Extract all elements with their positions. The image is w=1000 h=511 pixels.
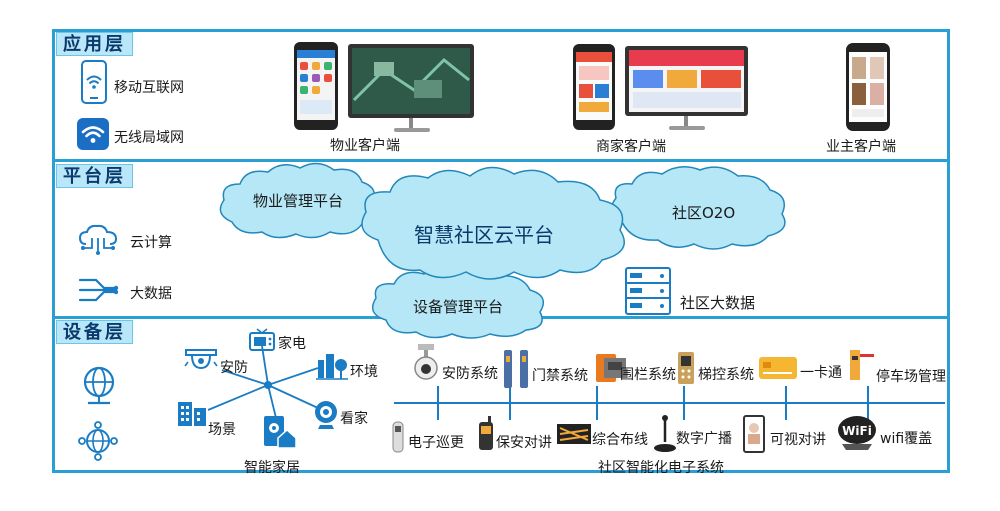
property-client-devices (294, 42, 474, 132)
client-label-owner: 业主客户端 (826, 139, 896, 155)
smart-home-node-home-watch: 看家 (340, 411, 368, 427)
big-data-icon (78, 278, 119, 302)
server-rack-icon (625, 267, 671, 315)
system-top-card: 一卡通 (800, 365, 842, 381)
system-bottom-wifi: wifi覆盖 (880, 431, 933, 447)
client-label-merchant: 商家客户端 (596, 139, 666, 155)
cloud-property-mgmt (219, 162, 377, 239)
cloud-computing-icon (78, 224, 118, 255)
layer-tag-device: 设备层 (56, 320, 133, 344)
video-intercom-icon (743, 415, 765, 453)
patrol-wand-icon (392, 421, 404, 453)
platform-left-item-bigdata: 大数据 (130, 286, 172, 302)
building-icon (178, 402, 206, 426)
wifi-icon (77, 118, 109, 150)
system-bottom-cabling: 综合布线 (592, 432, 648, 448)
system-top-security: 安防系统 (442, 366, 498, 382)
cloud-o2o (610, 166, 786, 250)
cloud-label-smart-cloud: 智慧社区云平台 (414, 223, 554, 247)
system-top-parking: 停车场管理 (876, 369, 946, 385)
smart-home-node-scene: 场景 (208, 422, 236, 438)
fence-controller-icon (596, 354, 626, 382)
layer-tag-app: 应用层 (56, 32, 133, 56)
owner-client-phone (846, 43, 890, 131)
cloud-smart-cloud (361, 166, 625, 280)
smart-home-title: 智能家居 (244, 460, 300, 476)
wifi-router-icon: WiFi (838, 416, 876, 450)
merchant-client-devices (573, 44, 748, 130)
smart-home-node-appliance: 家电 (278, 336, 306, 352)
layer-tag-platform: 平台层 (56, 164, 133, 188)
smart-home-node-security: 安防 (220, 360, 248, 376)
app-left-item-wlan: 无线局域网 (114, 130, 184, 146)
smart-home-node-environment: 环境 (350, 364, 378, 380)
system-bottom-broadcast: 数字广播 (676, 431, 732, 447)
system-bottom-patrol: 电子巡更 (408, 435, 464, 451)
system-top-fence: 围栏系统 (620, 367, 676, 383)
cloud-label-device-mgmt: 设备管理平台 (413, 298, 504, 316)
smart-house-icon (264, 416, 296, 449)
system-top-access: 门禁系统 (532, 368, 588, 384)
smart-card-icon (759, 357, 797, 379)
ptz-camera-icon (414, 344, 438, 380)
webcam-icon (315, 401, 337, 429)
platform-left-item-cloud: 云计算 (130, 235, 172, 251)
cloud-device-mgmt (371, 267, 545, 339)
system-title: 社区智能化电子系统 (598, 460, 724, 476)
tv-icon (249, 328, 275, 351)
network-globe-icon (83, 366, 115, 405)
system-bottom-intercom: 保安对讲 (496, 435, 552, 451)
cabling-icon (557, 424, 591, 444)
mobile-phone-icon (81, 60, 107, 104)
elevator-control-icon (678, 352, 694, 384)
parking-barrier-icon (850, 350, 874, 380)
cloud-label-o2o: 社区O2O (672, 204, 736, 222)
globe-network-icon (78, 421, 118, 461)
system-top-elevator: 梯控系统 (698, 367, 754, 383)
environment-icon (316, 354, 348, 380)
client-label-property: 物业客户端 (330, 138, 400, 154)
app-left-item-mobile-internet: 移动互联网 (114, 80, 184, 96)
access-gate-icon (504, 350, 528, 388)
separator-app-platform (52, 159, 950, 162)
system-bottom-video-intercom: 可视对讲 (770, 432, 826, 448)
cloud-label-property-mgmt: 物业管理平台 (253, 192, 344, 210)
broadcast-mic-icon (654, 415, 676, 452)
svg-text:WiFi: WiFi (842, 424, 872, 438)
walkie-talkie-icon (479, 416, 493, 450)
security-camera-icon (184, 349, 218, 370)
big-data-label: 社区大数据 (680, 294, 756, 312)
